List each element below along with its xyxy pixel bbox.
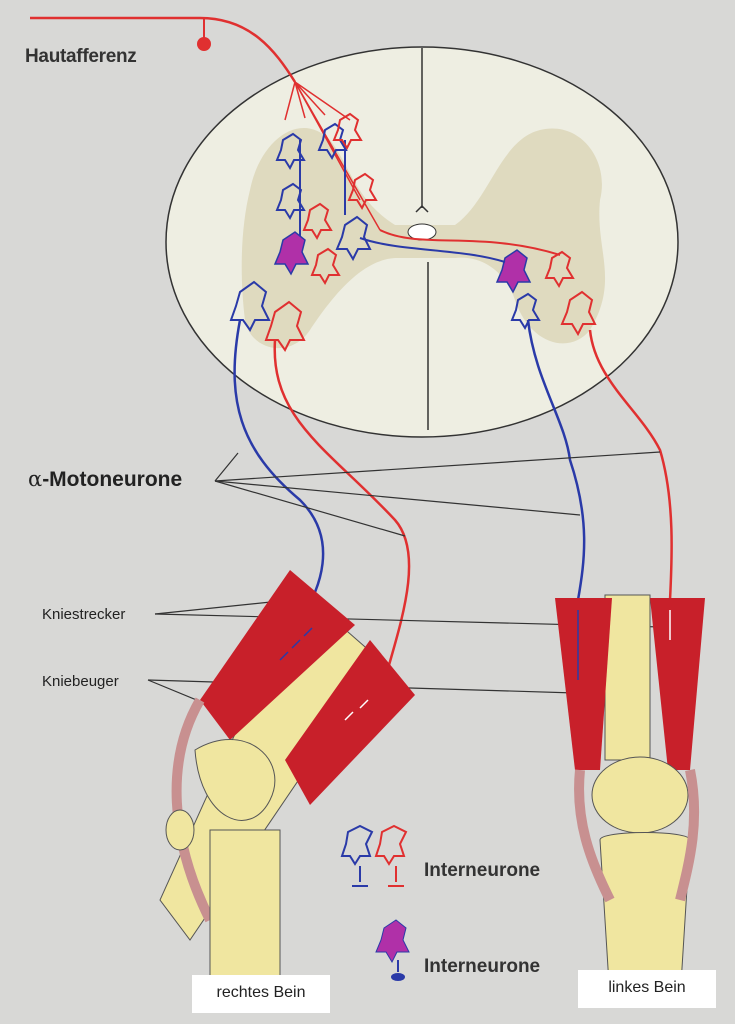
linkes-bein-label: linkes Bein — [578, 970, 716, 1008]
left-interneurons — [229, 112, 378, 352]
kniestrecker-label: Kniestrecker — [42, 606, 126, 623]
motoneurone-text: -Motoneurone — [42, 468, 183, 491]
hautafferenz-label: Hautafferenz — [25, 46, 137, 67]
red-dot-icon — [197, 37, 211, 51]
alpha-symbol: α — [28, 467, 43, 491]
muscle-nerve-endings — [279, 610, 671, 721]
right-interneurons — [359, 237, 597, 337]
filled-star-neuron-icon — [375, 919, 410, 981]
interneurone-excitatory-label: Interneurone — [424, 860, 541, 881]
linkes-bein-illustration — [555, 594, 705, 1001]
rechtes-bein-illustration — [159, 570, 415, 1001]
hautafferenz-fiber — [30, 16, 561, 256]
spinal-cord-cross-section — [165, 46, 679, 438]
motor-axons — [233, 319, 673, 701]
interneurone-inhibitory-label: Interneurone — [424, 956, 541, 977]
motoneurone-label: α-Motoneurone — [28, 467, 182, 492]
open-star-neuron-icon — [340, 824, 408, 887]
legend-icons — [340, 824, 410, 981]
rechtes-bein-label: rechtes Bein — [192, 975, 330, 1013]
kniebeuger-label: Kniebeuger — [42, 673, 119, 690]
